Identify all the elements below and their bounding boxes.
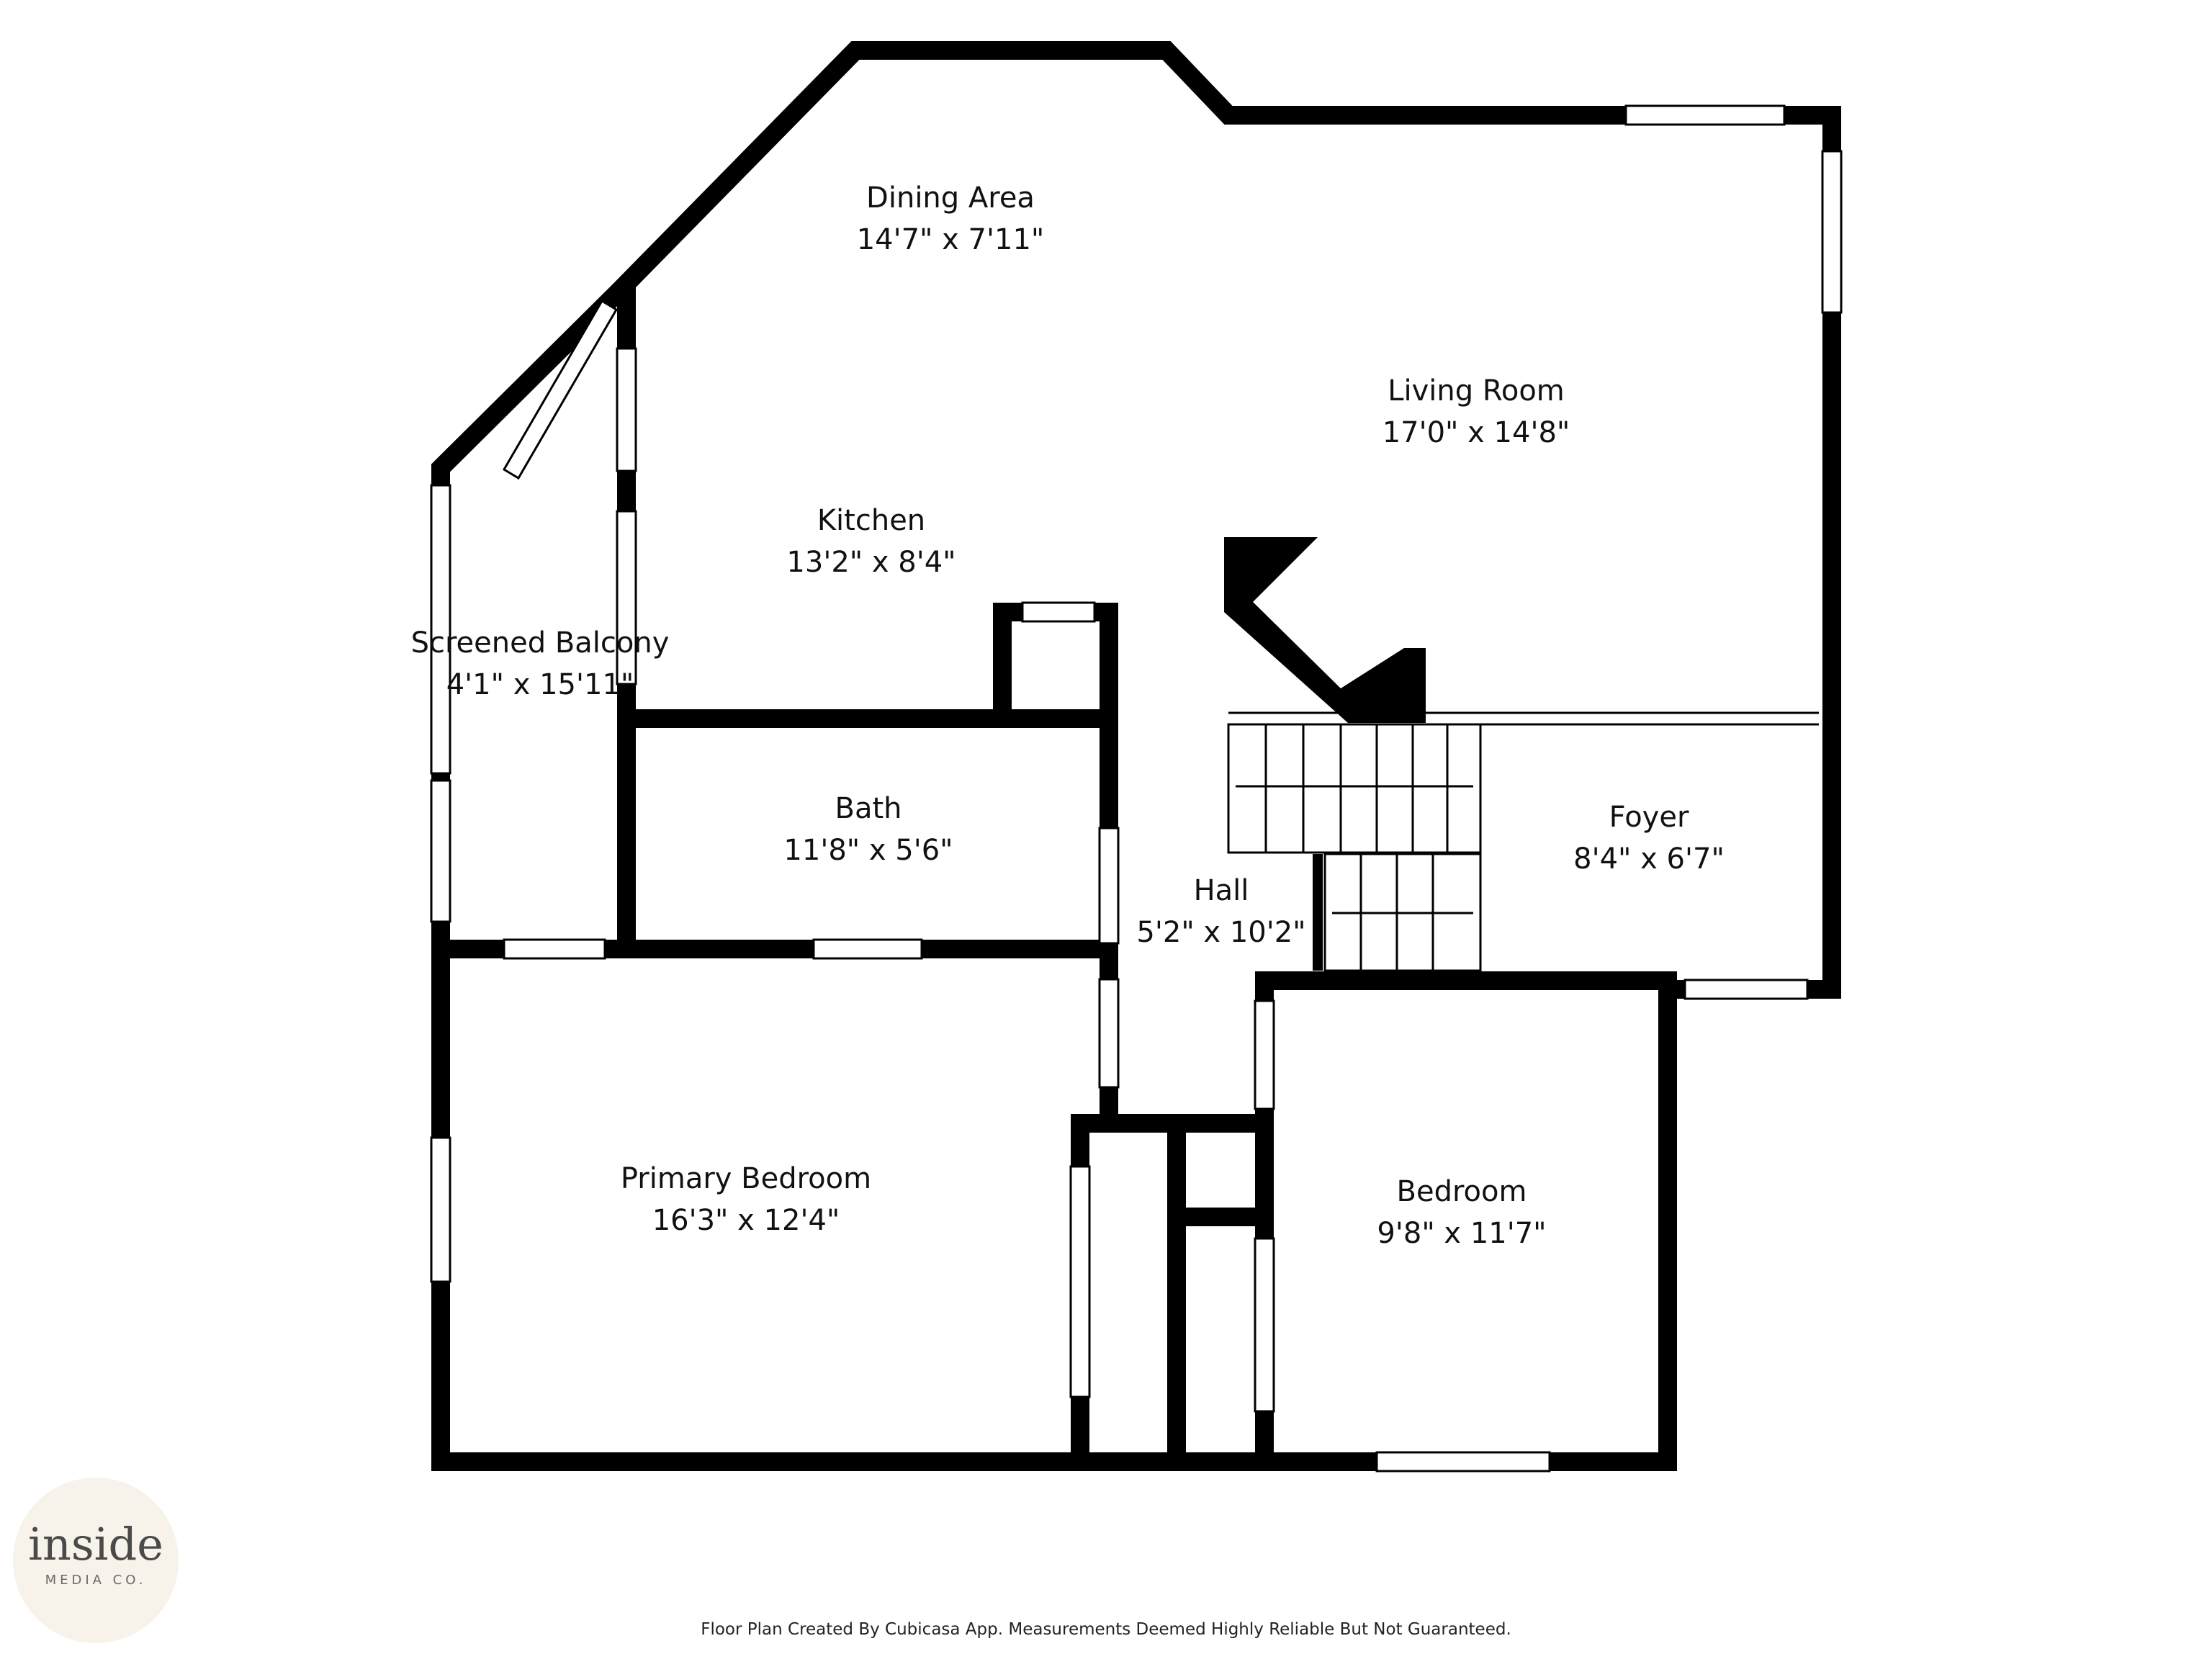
room-size: 9'8" x 11'7" (1377, 1217, 1546, 1250)
walls (431, 41, 1841, 1471)
window (616, 347, 637, 472)
room-size: 14'7" x 7'11" (857, 223, 1045, 256)
outer-wall-lower (431, 921, 1841, 1471)
window (616, 510, 637, 685)
room-name: Foyer (1609, 801, 1689, 834)
window (1375, 1451, 1551, 1473)
window (1098, 827, 1120, 945)
room-name: Screened Balcony (411, 626, 670, 660)
window (430, 1136, 451, 1283)
window (503, 938, 606, 960)
staircase (1227, 711, 1819, 972)
logo-subtext: MEDIA CO. (45, 1573, 147, 1588)
room-name: Bath (835, 792, 902, 825)
room-size: 4'1" x 15'11" (446, 668, 634, 701)
room-name: Hall (1194, 874, 1249, 907)
windows (430, 104, 1843, 1473)
room-name: Living Room (1388, 374, 1565, 408)
room-size: 17'0" x 14'8" (1382, 416, 1570, 449)
window (812, 938, 923, 960)
window (1624, 104, 1786, 126)
window (502, 299, 619, 480)
room-name: Kitchen (817, 504, 925, 537)
window (1254, 999, 1275, 1110)
logo-badge (13, 1478, 179, 1643)
disclaimer: Floor Plan Created By Cubicasa App. Meas… (701, 1620, 1511, 1639)
room-name: Bedroom (1397, 1175, 1527, 1208)
window (430, 779, 451, 923)
window (1254, 1237, 1275, 1413)
room-labels: Dining Area 14'7" x 7'11" Living Room 17… (411, 181, 1725, 1250)
window (430, 484, 451, 775)
room-size: 16'3" x 12'4" (652, 1204, 840, 1237)
logo-text: inside (28, 1518, 163, 1570)
window (1098, 978, 1120, 1089)
room-size: 13'2" x 8'4" (786, 546, 956, 579)
room-name: Dining Area (866, 181, 1035, 215)
window (1683, 979, 1809, 1000)
room-size: 8'4" x 6'7" (1573, 842, 1725, 876)
fireplace (1224, 537, 1426, 723)
room-size: 5'2" x 10'2" (1136, 916, 1305, 949)
window (1069, 1165, 1091, 1398)
window (1021, 601, 1096, 623)
window (1821, 150, 1843, 314)
room-size: 11'8" x 5'6" (783, 834, 953, 867)
room-name: Primary Bedroom (621, 1162, 871, 1195)
